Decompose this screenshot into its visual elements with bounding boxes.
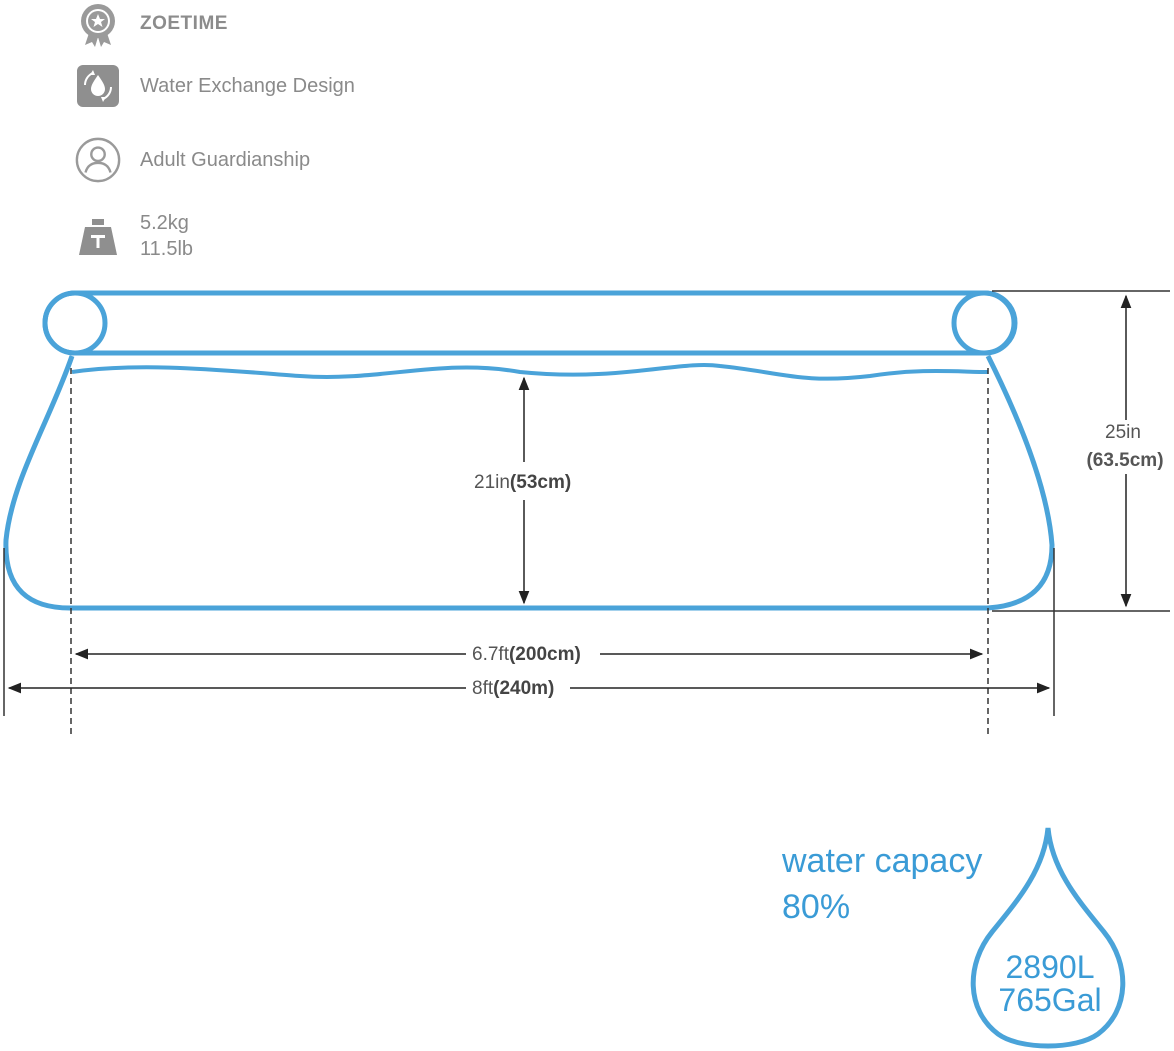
feature-weight: 5.2kg 11.5lb xyxy=(74,210,193,262)
depth-metric: (53cm) xyxy=(510,472,571,493)
pool-body xyxy=(3,354,1055,611)
water-surface xyxy=(71,362,989,381)
award-badge-icon xyxy=(74,0,122,48)
depth-label: 21in(53cm) xyxy=(474,472,571,493)
inner-width-label: 6.7ft(200cm) xyxy=(472,644,581,665)
feature-brand: ZOETIME xyxy=(74,0,228,48)
feature-water-exchange: Water Exchange Design xyxy=(74,62,355,110)
guardianship-label: Adult Guardianship xyxy=(140,149,311,171)
capacity-liters: 2890L xyxy=(1006,949,1095,985)
inner-width-value: 6.7ft xyxy=(472,644,510,665)
feature-guardianship: Adult Guardianship xyxy=(74,136,310,184)
pool-ring xyxy=(42,290,1018,356)
depth-value: 21in xyxy=(474,472,510,493)
total-height-value: 25in xyxy=(1105,422,1141,443)
capacity-label: water capacy xyxy=(782,842,983,880)
water-drop-icon xyxy=(970,827,1126,1049)
brand-label: ZOETIME xyxy=(140,13,228,34)
weight-values: 5.2kg 11.5lb xyxy=(140,210,193,262)
capacity-percent: 80% xyxy=(782,888,851,926)
water-exchange-label: Water Exchange Design xyxy=(140,75,355,97)
weight-icon xyxy=(74,212,122,260)
capacity-gallons: 765Gal xyxy=(998,982,1101,1018)
inner-width-metric: (200cm) xyxy=(509,644,581,665)
outer-width-metric: (240m) xyxy=(493,678,554,699)
weight-lb: 11.5lb xyxy=(140,238,194,260)
total-height-metric: (63.5cm) xyxy=(1086,450,1163,471)
outer-width-label: 8ft(240m) xyxy=(472,678,554,699)
water-capacity-text: water capacy 80% xyxy=(782,838,982,930)
outer-width-value: 8ft xyxy=(472,678,494,699)
water-exchange-icon xyxy=(74,62,122,110)
weight-kg: 5.2kg xyxy=(140,212,189,234)
user-icon xyxy=(74,136,122,184)
